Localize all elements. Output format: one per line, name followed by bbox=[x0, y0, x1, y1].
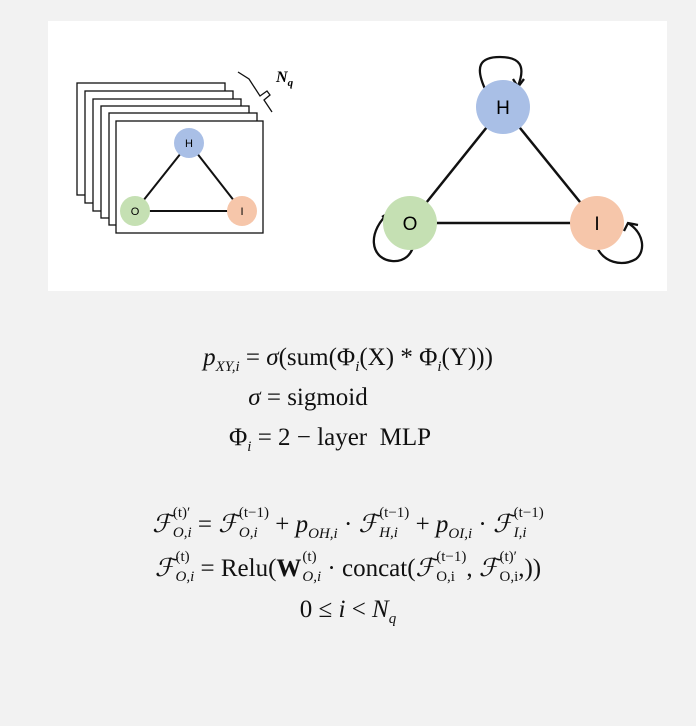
equation-block-definitions: pXY,i = σ(sum(Φi(X) * Φi(Y))) σ = sigmoi… bbox=[0, 338, 696, 458]
large-node-h-label: H bbox=[496, 98, 510, 119]
self-loop-i bbox=[594, 222, 644, 264]
small-node-o bbox=[120, 196, 150, 226]
large-node-i bbox=[570, 196, 624, 250]
diagram-svg: Nq H O I H bbox=[76, 55, 644, 264]
small-node-i bbox=[227, 196, 257, 226]
equation-index-range: 0 ≤ i < Nq bbox=[299, 596, 397, 627]
stack-count-n: N bbox=[275, 69, 289, 86]
small-triangle: H O I bbox=[120, 128, 257, 226]
small-node-h-label: H bbox=[185, 138, 193, 150]
stack-count-label: Nq bbox=[275, 69, 294, 89]
equation-phi-definition: Φi = 2 − layer MLP bbox=[228, 424, 432, 455]
small-node-h bbox=[174, 128, 204, 158]
self-loop-h bbox=[478, 55, 523, 92]
large-node-i-label: I bbox=[594, 214, 599, 235]
stack-count-sub: q bbox=[288, 77, 294, 89]
equation-block-update: ℱ(t)′O,i = ℱ(t−1)O,i + pOH,i · ℱ(t−1)H,i… bbox=[0, 502, 696, 630]
large-node-h bbox=[476, 80, 530, 134]
small-node-o-label: O bbox=[131, 206, 140, 218]
equation-feature-update: ℱ(t)O,i = Relu(W(t)O,i · concat(ℱ(t−1)O,… bbox=[154, 549, 542, 586]
equation-feature-aggregate: ℱ(t)′O,i = ℱ(t−1)O,i + pOH,i · ℱ(t−1)H,i… bbox=[152, 505, 544, 542]
self-loop-i-arrow bbox=[622, 221, 639, 232]
equation-probability: pXY,i = σ(sum(Φi(X) * Φi(Y))) bbox=[203, 344, 493, 375]
large-node-o bbox=[383, 196, 437, 250]
large-node-o-label: O bbox=[403, 214, 418, 235]
small-node-i-label: I bbox=[240, 206, 243, 218]
stack-brace bbox=[237, 71, 273, 113]
equation-sigma-definition: σ = sigmoid bbox=[248, 384, 368, 411]
large-triangle: H O I bbox=[372, 55, 644, 264]
self-loop-o bbox=[372, 210, 416, 263]
diagram-panel: Nq H O I H bbox=[48, 21, 667, 291]
